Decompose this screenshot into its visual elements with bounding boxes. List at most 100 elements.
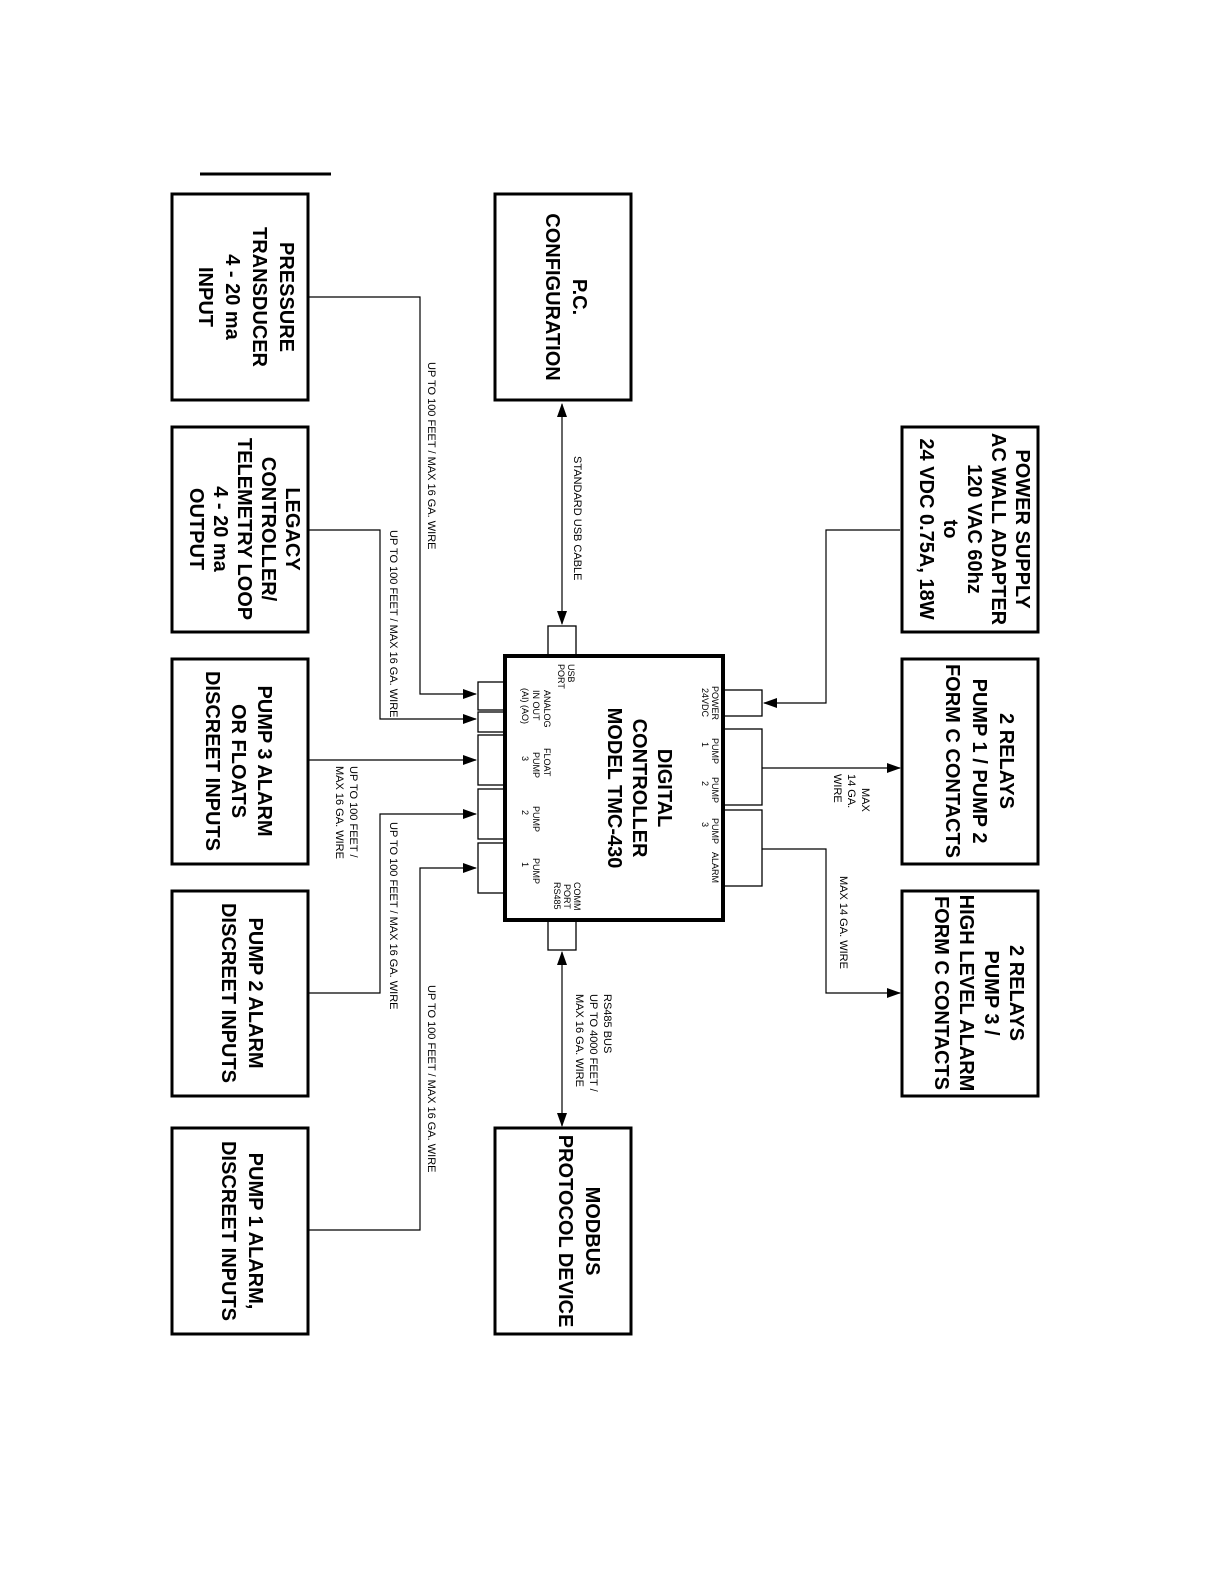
port-pump1-line1: PUMP [531, 858, 541, 884]
controller-title-line3: MODEL TMC-430 [603, 708, 625, 869]
relays3-line1: 2 RELAYS [1005, 945, 1027, 1041]
wire-label-pump1: UP TO 100 FEET / MAX 16 GA. WIRE [425, 985, 437, 1172]
wire-label-usb: STANDARD USB CABLE [571, 456, 583, 581]
box-legacy-controller: LEGACY CONTROLLER/ TELEMETRY LOOP 4 - 20… [170, 425, 310, 634]
float-pump3-connector [477, 734, 505, 786]
port-float-line1: FLOAT [542, 748, 552, 777]
box-pressure-transducer: PRESSURE TRANSDUCER 4 - 20 ma INPUT [170, 192, 310, 402]
legacy-line3: TELEMETRY LOOP [233, 438, 255, 620]
port-usb-line1: USB [566, 664, 576, 683]
modbus-line1: MODBUS [581, 1187, 603, 1276]
pressure-line3: 4 - 20 ma [221, 254, 243, 340]
box-pc-configuration: P.C. CONFIGURATION [493, 192, 633, 402]
relay12-connector [723, 728, 763, 806]
port-pump1-line2: 1 [520, 862, 530, 867]
pump2-input-connector [477, 788, 505, 840]
legacy-line1: LEGACY [281, 487, 303, 571]
pump2-line2: DISCREET INPUTS [217, 903, 239, 1083]
port-comm-line3: RS485 [552, 882, 562, 910]
port-relay2-line2: 2 [700, 781, 710, 786]
port-comm-line1: COMM [572, 882, 582, 911]
legacy-line2: CONTROLLER/ [257, 457, 279, 602]
pressure-line1: PRESSURE [275, 242, 297, 352]
port-relay3-line1: PUMP [710, 818, 720, 844]
wire-label-modbus-line3: MAX 16 GA. WIRE [573, 994, 585, 1087]
port-power-line1: POWER [710, 686, 720, 721]
power-line4: to [939, 520, 961, 539]
wire-label-relays12-line1: MAX [859, 788, 871, 813]
usb-connector [547, 625, 577, 657]
pressure-line2: TRANSDUCER [248, 227, 270, 368]
relays12-line1: 2 RELAYS [995, 713, 1017, 809]
legacy-line4: 4 - 20 ma [209, 486, 231, 572]
port-float-line2: PUMP [531, 752, 541, 778]
comm-connector [547, 919, 577, 951]
pump3-line2: OR FLOATS [227, 704, 249, 818]
wire-label-pressure: UP TO 100 FEET / MAX 16 GA. WIRE [425, 362, 437, 549]
wire-pressure [309, 296, 477, 699]
pc-line2: CONFIGURATION [541, 213, 563, 380]
port-relay2-line1: PUMP [710, 777, 720, 803]
port-pump2-line1: PUMP [531, 806, 541, 832]
relays3-line2: PUMP 3 / [980, 950, 1002, 1036]
modbus-line2: PROTOCOL DEVICE [554, 1135, 576, 1328]
wire-pump1 [309, 863, 477, 1231]
port-relay1-line2: 1 [700, 742, 710, 747]
port-relay1-line1: PUMP [710, 738, 720, 764]
port-pump2-line2: 2 [520, 810, 530, 815]
relays12-line2: PUMP 1 / PUMP 2 [968, 679, 990, 844]
box-modbus-device: MODBUS PROTOCOL DEVICE [493, 1126, 633, 1336]
port-comm-line2: PORT [562, 884, 572, 909]
power-line5: 24 VDC 0.75A, 18W [915, 438, 937, 619]
wire-label-modbus-line2: UP TO 4000 FEET / [587, 994, 599, 1093]
wire-relays3 [762, 848, 901, 998]
pump1-line2: DISCREET INPUTS [217, 1141, 239, 1321]
relay3-alarm-connector [723, 809, 763, 887]
port-usb-line2: PORT [556, 664, 566, 689]
wire-label-pump3-line2: MAX 16 GA. WIRE [333, 766, 345, 859]
port-analog-line2: IN OUT [531, 690, 541, 721]
relays3-line4: FORM C CONTACTS [930, 896, 952, 1090]
pump2-line1: PUMP 2 ALARM [244, 917, 266, 1068]
analog-in-connector [477, 681, 505, 711]
box-pump1-alarm: PUMP 1 ALARM, DISCREET INPUTS [170, 1126, 310, 1336]
wires [309, 296, 901, 1231]
analog-out-connector [477, 711, 505, 733]
wire-label-modbus-line1: RS485 BUS [601, 994, 613, 1053]
wire-label-relays3: MAX 14 GA. WIRE [837, 876, 849, 969]
pump3-line1: PUMP 3 ALARM [253, 685, 275, 836]
pc-line1: P.C. [568, 279, 590, 315]
port-analog-line3: (AI) (AO) [520, 688, 530, 724]
power-line2: AC WALL ADAPTER [987, 433, 1009, 626]
power-line3: 120 VAC 60hz [963, 464, 985, 594]
legacy-line5: OUTPUT [185, 488, 207, 570]
port-alarm-line1: ALARM [710, 852, 720, 883]
wire-label-legacy: UP TO 100 FEET / MAX 16 GA. WIRE [387, 530, 399, 717]
pump3-line3: DISCREET INPUTS [201, 671, 223, 851]
relays12-line3: FORM C CONTACTS [941, 664, 963, 858]
box-pump2-alarm: PUMP 2 ALARM DISCREET INPUTS [170, 889, 310, 1098]
port-relay3-line2: 3 [700, 822, 710, 827]
box-pump3-alarm: PUMP 3 ALARM OR FLOATS DISCREET INPUTS [170, 657, 310, 866]
wire-label-relays12-line3: WIRE [831, 774, 843, 803]
port-float-line3: 3 [520, 756, 530, 761]
controller-title-line1: DIGITAL [653, 749, 675, 828]
pump1-line1: PUMP 1 ALARM, [244, 1153, 266, 1310]
pressure-line4: INPUT [194, 267, 216, 327]
relays3-line3: HIGH LEVEL ALARM [955, 895, 977, 1092]
pump1-input-connector [477, 842, 505, 894]
port-power-line2: 24VDC [700, 688, 710, 718]
wire-power [763, 529, 900, 708]
wire-label-relays12-line2: 14 GA. [845, 774, 857, 808]
wire-label-pump2: UP TO 100 FEET / MAX 16 GA. WIRE [387, 822, 399, 1009]
controller-tmc-430: DIGITAL CONTROLLER MODEL TMC-430 USB POR… [477, 625, 763, 951]
power-connector [723, 689, 763, 717]
controller-title-line2: CONTROLLER [628, 719, 650, 858]
box-relays-pump1-pump2: 2 RELAYS PUMP 1 / PUMP 2 FORM C CONTACTS [900, 657, 1040, 866]
wire-label-pump3-line1: UP TO 100 FEET / [347, 766, 359, 858]
box-relays-pump3-alarm: 2 RELAYS PUMP 3 / HIGH LEVEL ALARM FORM … [900, 889, 1040, 1098]
box-power-supply: POWER SUPPLY AC WALL ADAPTER 120 VAC 60h… [900, 425, 1040, 634]
wire-legacy [309, 529, 477, 724]
